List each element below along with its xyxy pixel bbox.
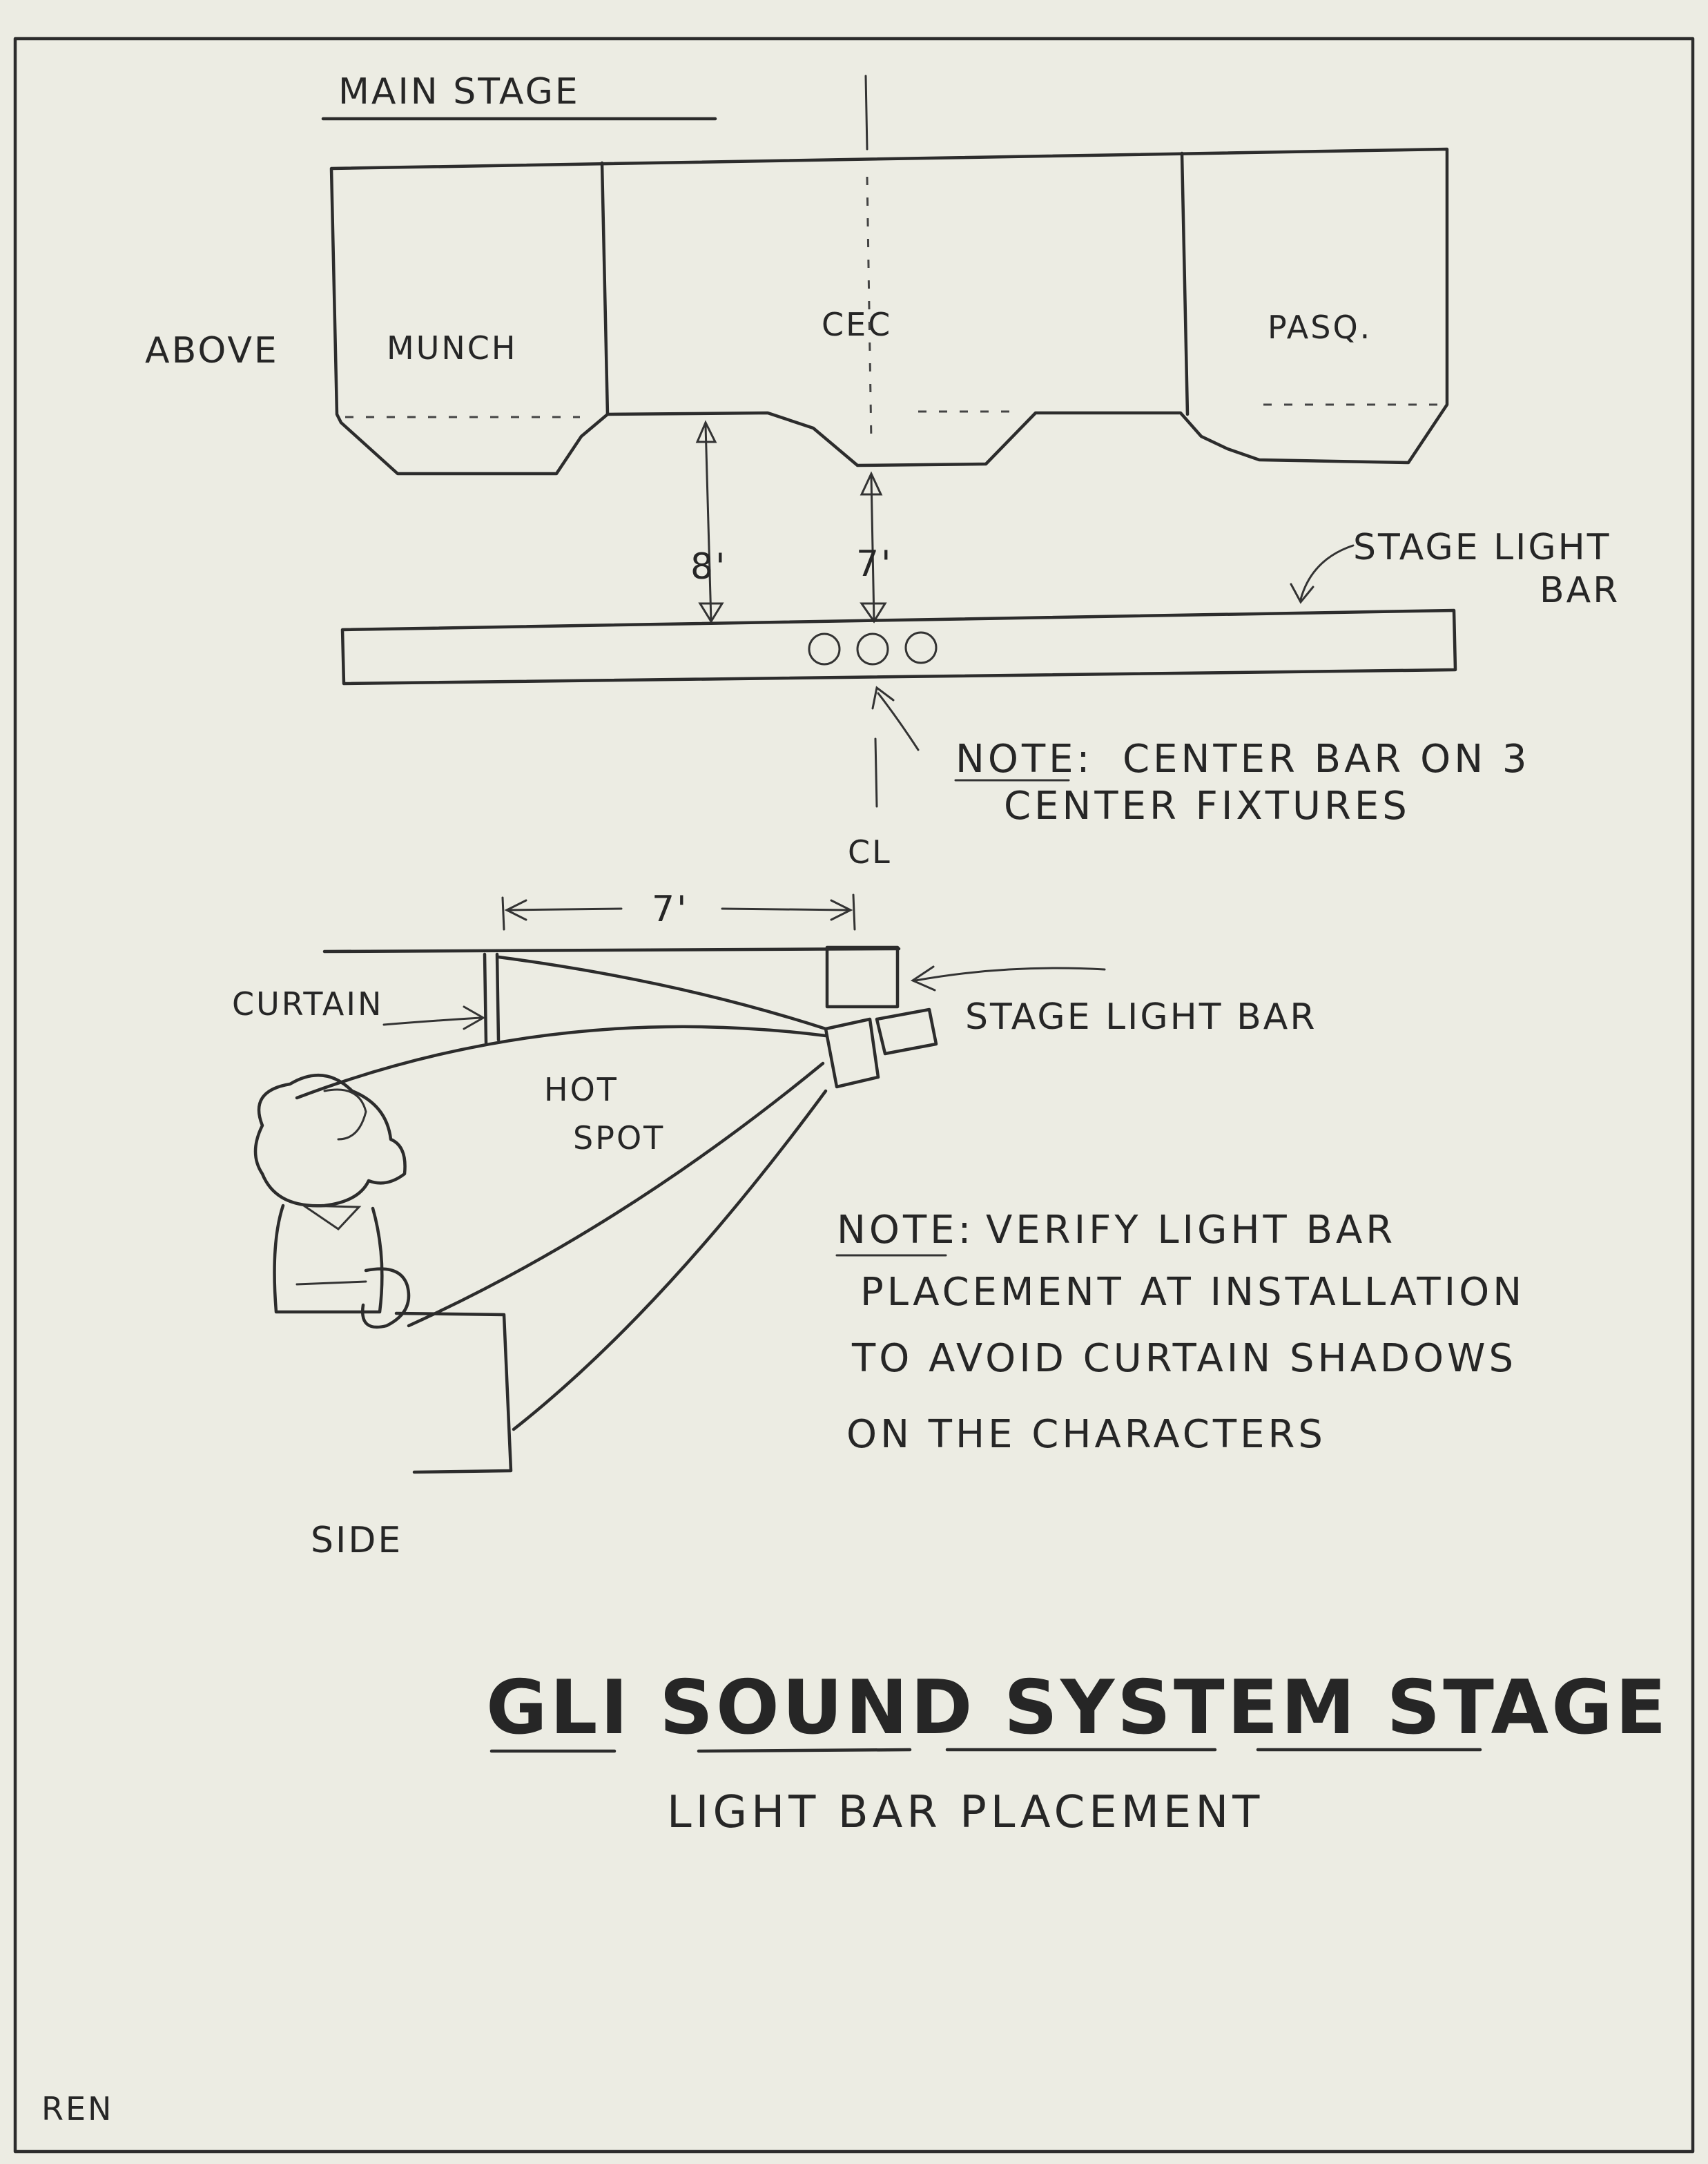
beam-top-spread xyxy=(295,1025,828,1100)
curtain-label: CURTAIN xyxy=(232,985,383,1023)
curtain-leader-arrow xyxy=(463,1005,486,1030)
dim-7-top-line xyxy=(870,475,875,623)
centerline-label: CL xyxy=(848,833,892,871)
note1-leader-arrow xyxy=(871,686,895,710)
dim-7-side-ext-left xyxy=(501,896,505,931)
drawing-title: GLI SOUND SYSTEM STAGE xyxy=(486,1665,1669,1751)
note1-line2: CENTER FIXTURES xyxy=(1004,784,1410,829)
note1-prefix: NOTE: xyxy=(955,737,1093,782)
bay-divider-right xyxy=(1180,151,1190,416)
munch-bay-label: MUNCH xyxy=(387,329,517,367)
note2-line3: TO AVOID CURTAIN SHADOWS xyxy=(851,1336,1517,1381)
stage-light-bar-label-side: STAGE LIGHT BAR xyxy=(965,996,1317,1038)
note2-line1: VERIFY LIGHT BAR xyxy=(986,1208,1396,1253)
dim-7-side-line-left xyxy=(507,907,623,911)
stage-light-bar-top-view xyxy=(340,608,1457,686)
note1-line1: CENTER BAR ON 3 xyxy=(1123,737,1531,782)
light-fixture-lens xyxy=(875,1007,938,1056)
light-bar-leader-arrow xyxy=(1290,583,1314,604)
pasq-bay-label: PASQ. xyxy=(1268,309,1372,346)
curtain-back-edge xyxy=(495,952,501,1042)
dim-8-label: 8' xyxy=(690,546,727,588)
note1-leader xyxy=(877,692,920,751)
dim-7-top-arrow-up xyxy=(860,471,883,496)
dim-7-side-ext-right xyxy=(852,893,856,931)
centerline-top xyxy=(864,75,868,151)
stage-light-bar-label-top-2: BAR xyxy=(1540,570,1620,611)
side-label: SIDE xyxy=(311,1520,402,1561)
sheet-border xyxy=(13,37,1695,2154)
beam-upper-edge xyxy=(496,955,828,1031)
beam-lower-edge xyxy=(512,1089,828,1431)
puppet-stand xyxy=(394,1311,513,1474)
light-bar-box-side xyxy=(825,945,900,1009)
character-figure xyxy=(253,1073,411,1329)
light-fixture-body xyxy=(824,1017,880,1089)
light-bar-side-leader xyxy=(914,967,1106,982)
main-stage-label: MAIN STAGE xyxy=(338,71,580,113)
fixture-left xyxy=(808,632,841,666)
above-label: ABOVE xyxy=(145,330,279,371)
curtain-front-edge xyxy=(483,952,488,1045)
dim-7-side-arrow-right xyxy=(830,899,853,921)
drawing-subtitle: LIGHT BAR PLACEMENT xyxy=(667,1787,1263,1838)
dim-7-top-label: 7' xyxy=(856,543,893,585)
curtain-leader xyxy=(382,1016,482,1026)
stage-light-bar-label-top-1: STAGE LIGHT xyxy=(1353,527,1611,568)
bay-divider-left xyxy=(600,161,610,416)
light-bar-side-leader-arrow xyxy=(910,965,936,992)
signature: REN xyxy=(41,2090,113,2127)
stage-outline-top-view xyxy=(329,147,1449,476)
light-bar-leader xyxy=(1299,544,1355,601)
dim-8-line xyxy=(704,424,712,623)
fixture-right xyxy=(904,631,938,664)
dim-7-side-line-right xyxy=(721,907,851,911)
fixture-center xyxy=(856,632,889,666)
note2-prefix: NOTE: xyxy=(837,1208,974,1253)
title-underline-sound xyxy=(697,1748,912,1753)
beam-middle-edge xyxy=(407,1061,825,1328)
cec-bay-label: CEC xyxy=(822,306,892,343)
note2-line4: ON THE CHARACTERS xyxy=(846,1412,1326,1457)
centerline-dashed xyxy=(866,176,873,443)
dim-7-top-arrow-down xyxy=(860,602,887,624)
dim-8-arrow-down xyxy=(698,602,724,624)
ceiling-line xyxy=(322,947,901,954)
hot-spot-label-1: HOT xyxy=(544,1071,619,1108)
hot-spot-label-2: SPOT xyxy=(573,1119,665,1157)
centerline-bottom xyxy=(874,737,878,808)
dim-7-side-arrow-left xyxy=(504,899,527,921)
note2-line2: PLACEMENT AT INSTALLATION xyxy=(860,1270,1525,1315)
dim-8-arrow-up xyxy=(695,420,717,443)
dim-7-side-label: 7' xyxy=(652,889,688,930)
